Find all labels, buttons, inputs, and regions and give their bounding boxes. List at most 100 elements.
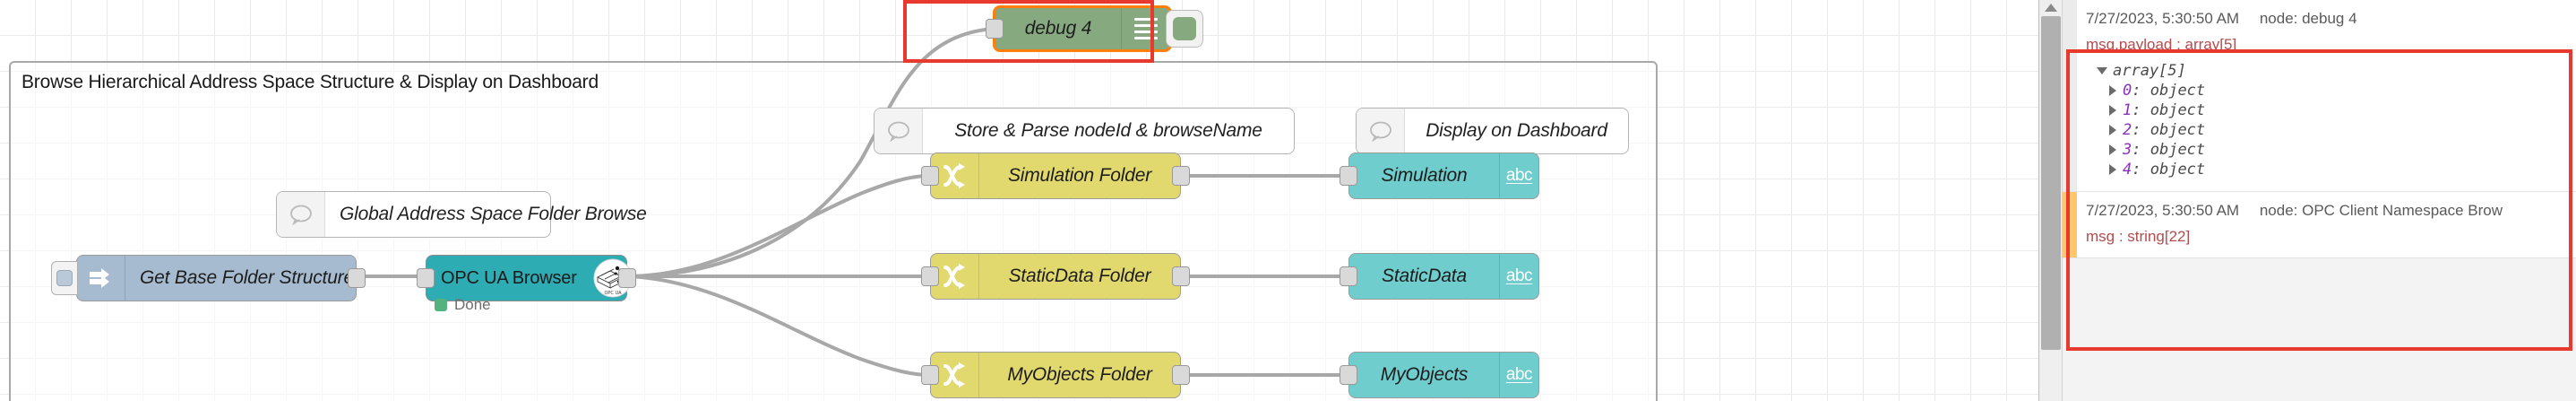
node-output-port[interactable] [348,268,366,288]
abc-icon: abc [1499,353,1538,397]
node-opc-ua-browser[interactable]: OPC UA Browser OPC [417,255,636,301]
inject-trigger-button[interactable] [51,261,78,295]
node-dashboard-staticdata[interactable]: StaticData abc [1340,253,1539,300]
node-label: debug 4 [1024,18,1092,39]
node-status-opcua: Done [435,296,491,314]
comment-global-address-space[interactable]: Global Address Space Folder Browse [276,191,647,238]
node-function-simulation-folder[interactable]: Simulation Folder [921,153,1190,199]
tree-item-type: object [2150,141,2206,159]
tree-item-index: 1 [2123,101,2132,119]
node-label: StaticData [1382,266,1467,286]
node-output-port[interactable] [1172,365,1190,385]
tree-item-row[interactable]: 3 : object [2097,140,2563,160]
node-function-myobjects-folder[interactable]: MyObjects Folder [921,352,1190,398]
scrollbar-thumb[interactable] [2041,16,2061,350]
message-timestamp: 7/27/2023, 5:30:50 AM [2086,10,2240,27]
function-icon [931,353,979,397]
tree-item-separator: : [2132,82,2150,100]
node-debug-4[interactable]: debug 4 [986,5,1203,52]
node-input-port[interactable] [417,268,435,288]
message-stripe [2063,192,2077,257]
tree-item-type: object [2150,161,2206,179]
message-source-node: node: OPC Client Namespace Brow [2259,202,2503,219]
node-input-port[interactable] [1340,365,1357,385]
caret-right-icon[interactable] [2109,164,2116,175]
debug-toggle-button[interactable] [1166,10,1203,48]
svg-text:OPC UA: OPC UA [604,291,622,296]
node-input-port[interactable] [986,19,1004,39]
node-function-staticdata-folder[interactable]: StaticData Folder [921,253,1190,300]
tree-item-index: 3 [2123,141,2132,159]
node-label: StaticData Folder [1008,266,1151,286]
sidebar-scrollbar[interactable] [2039,0,2063,401]
debug-toggle-indicator [1173,17,1196,40]
caret-right-icon[interactable] [2109,125,2116,135]
comment-label: Display on Dashboard [1426,120,1607,141]
inject-button-inner [56,270,73,286]
tree-root-row[interactable]: array[5] [2097,61,2563,81]
message-header: 7/27/2023, 5:30:50 AM node: debug 4 [2086,10,2563,28]
node-output-port[interactable] [618,268,636,288]
tree-item-separator: : [2132,141,2150,159]
abc-icon: abc [1499,153,1538,198]
node-label: Simulation [1381,165,1468,186]
node-label: MyObjects Folder [1007,364,1152,385]
node-output-port[interactable] [1172,166,1190,186]
tree-item-index: 4 [2123,161,2132,179]
flow-canvas[interactable]: Browse Hierarchical Address Space Struct… [0,0,2038,401]
comment-icon [277,192,325,237]
caret-right-icon[interactable] [2109,85,2116,96]
message-topic: msg.payload : array[5] [2086,36,2237,53]
comment-display-dashboard[interactable]: Display on Dashboard [1356,108,1629,154]
debug-message-list[interactable]: 7/27/2023, 5:30:50 AM node: debug 4 msg.… [2063,0,2576,401]
node-input-port[interactable] [921,166,939,186]
tree-item-type: object [2150,121,2206,139]
tree-item-separator: : [2132,101,2150,119]
node-dashboard-myobjects[interactable]: MyObjects abc [1340,352,1539,398]
message-stripe [2063,0,2077,191]
debug-message-item[interactable]: 7/27/2023, 5:30:50 AM node: OPC Client N… [2063,192,2576,258]
message-payload-tree[interactable]: array[5] 0 : object 1 : object 2 [2086,61,2563,179]
tree-item-index: 0 [2123,82,2132,100]
node-input-port[interactable] [921,365,939,385]
tree-item-row[interactable]: 0 : object [2097,81,2563,100]
tree-item-index: 2 [2123,121,2132,139]
comment-store-parse[interactable]: Store & Parse nodeId & browseName [874,108,1295,154]
status-dot-icon [435,299,447,311]
node-label: Get Base Folder Structure ¹ [140,267,366,288]
node-output-port[interactable] [1172,266,1190,286]
comment-label: Store & Parse nodeId & browseName [954,120,1262,141]
hamburger-icon [1121,8,1169,49]
caret-right-icon[interactable] [2109,144,2116,155]
function-icon [931,153,979,198]
caret-down-icon[interactable] [2097,67,2107,74]
abc-icon: abc [1499,254,1538,299]
debug-message-item[interactable]: 7/27/2023, 5:30:50 AM node: debug 4 msg.… [2063,0,2576,192]
node-inject-get-base-folder-structure[interactable]: Get Base Folder Structure ¹ [51,255,366,301]
message-topic: msg : string[22] [2086,228,2191,245]
function-icon [931,254,979,299]
node-dashboard-simulation[interactable]: Simulation abc [1340,153,1539,199]
node-label: Simulation Folder [1007,165,1151,186]
tree-root-label: array[5] [2113,62,2186,80]
arrow-right-icon [77,256,125,301]
comment-icon [874,109,923,153]
comment-label: Global Address Space Folder Browse [340,204,647,224]
caret-right-icon[interactable] [2109,105,2116,116]
debug-sidebar-panel[interactable]: 7/27/2023, 5:30:50 AM node: debug 4 msg.… [2038,0,2576,401]
tree-item-row[interactable]: 4 : object [2097,160,2563,179]
node-input-port[interactable] [1340,266,1357,286]
node-label: MyObjects [1380,364,1469,385]
flow-group-title: Browse Hierarchical Address Space Struct… [22,72,599,92]
message-source-node: node: debug 4 [2259,10,2357,27]
tree-item-type: object [2150,101,2206,119]
message-header: 7/27/2023, 5:30:50 AM node: OPC Client N… [2086,202,2563,220]
tree-item-row[interactable]: 1 : object [2097,100,2563,120]
message-timestamp: 7/27/2023, 5:30:50 AM [2086,202,2240,219]
tree-item-row[interactable]: 2 : object [2097,120,2563,140]
node-input-port[interactable] [921,266,939,286]
node-input-port[interactable] [1340,166,1357,186]
status-label: Done [454,296,491,313]
tree-item-separator: : [2132,121,2150,139]
scroll-up-arrow-icon[interactable] [2044,4,2057,12]
